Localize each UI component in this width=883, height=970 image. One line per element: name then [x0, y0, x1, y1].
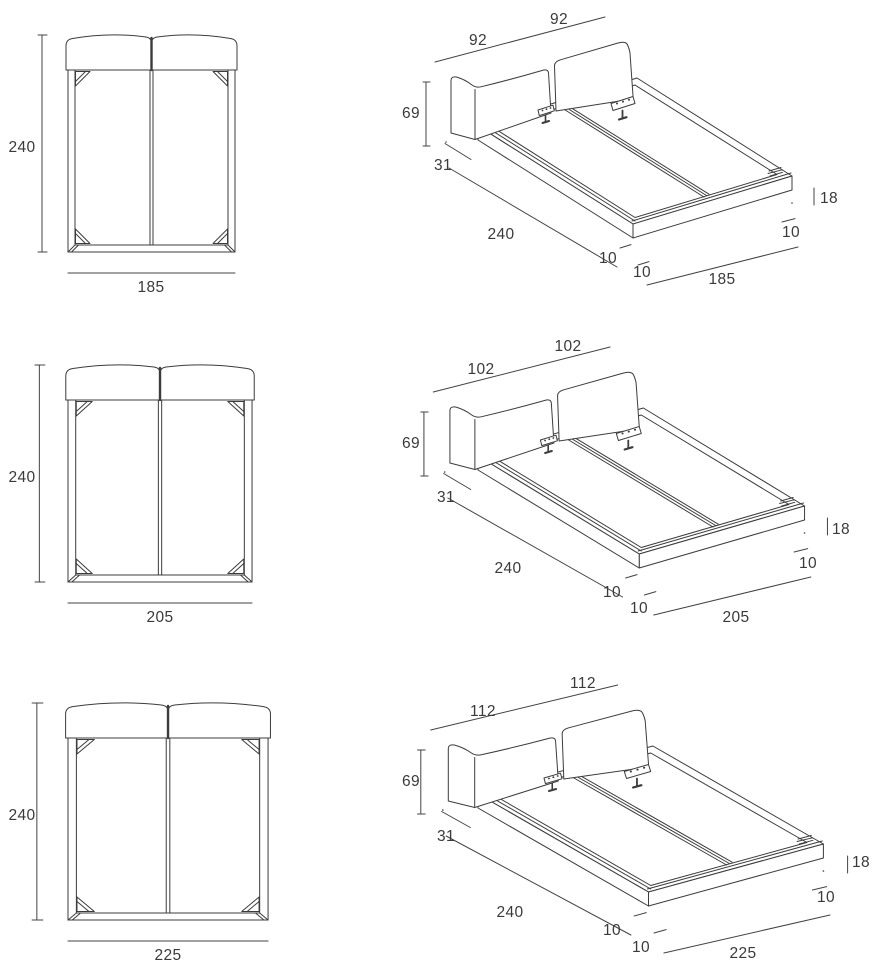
dim-label-headboard-height: 69 — [402, 435, 420, 452]
front-view-drawing: 240 205 — [8, 363, 256, 626]
dim-label-rail-bottom: 10 — [633, 264, 651, 281]
front-view-drawing: 240 185 — [8, 33, 239, 296]
front-drawing — [36, 33, 239, 275]
iso-view-drawing: 92 92 69 31 240 10 10 185 18 10 — [402, 11, 838, 288]
front-drawing — [30, 701, 272, 943]
dim-label-iso-width: 205 — [722, 609, 749, 626]
bed-variant-row-225: 240 225 112 112 69 31 240 10 10 225 18 1… — [0, 668, 883, 970]
dim-label-width: 185 — [137, 279, 164, 296]
dim-label-width: 225 — [154, 947, 181, 964]
bed-variant-row-185: 240 185 92 92 69 31 240 10 10 185 18 10 — [0, 0, 883, 302]
dim-label-headboard-depth: 31 — [434, 157, 452, 174]
dim-label-height: 240 — [8, 807, 35, 824]
dim-label-headboard-height: 69 — [402, 105, 420, 122]
dim-label-length: 240 — [496, 904, 523, 921]
dim-label-rail-front: 10 — [603, 922, 621, 939]
dim-label-rail-right: 10 — [817, 889, 835, 906]
dim-label-headboard-left: 102 — [467, 361, 494, 378]
dim-label-platform-height: 18 — [832, 521, 850, 538]
dim-label-headboard-depth: 31 — [437, 489, 455, 506]
iso-view-drawing: 112 112 69 31 240 10 10 225 18 10 — [402, 675, 870, 962]
dim-label-rail-right: 10 — [782, 224, 800, 241]
dim-label-headboard-height: 69 — [402, 773, 420, 790]
dim-label-width: 205 — [146, 609, 173, 626]
dim-label-platform-height: 18 — [820, 190, 838, 207]
dim-label-length: 240 — [487, 226, 514, 243]
dim-label-headboard-left: 112 — [470, 703, 496, 720]
dim-label-headboard-right: 112 — [570, 675, 596, 692]
dim-label-rail-front: 10 — [603, 584, 621, 601]
dim-label-length: 240 — [494, 560, 521, 577]
iso-drawing — [419, 345, 829, 617]
dim-label-height: 240 — [8, 469, 35, 486]
bed-variant-row-205: 240 205 102 102 69 31 240 10 10 205 18 1… — [0, 330, 883, 632]
iso-drawing — [416, 683, 849, 955]
dim-label-iso-width: 225 — [729, 945, 756, 962]
dim-label-height: 240 — [8, 139, 35, 156]
iso-drawing — [421, 15, 816, 287]
dim-label-headboard-right: 102 — [554, 338, 581, 355]
iso-view-drawing: 102 102 69 31 240 10 10 205 18 10 — [402, 338, 850, 626]
dim-label-headboard-left: 92 — [469, 32, 487, 49]
front-drawing — [33, 363, 256, 605]
dim-label-headboard-right: 92 — [550, 11, 568, 28]
dim-label-rail-bottom: 10 — [632, 939, 650, 956]
dim-label-headboard-depth: 31 — [437, 828, 455, 845]
dim-label-rail-right: 10 — [799, 555, 817, 572]
dim-label-rail-front: 10 — [599, 250, 617, 267]
dim-label-rail-bottom: 10 — [630, 600, 648, 617]
dim-label-iso-width: 185 — [708, 271, 735, 288]
front-view-drawing: 240 225 — [8, 701, 272, 964]
dim-label-platform-height: 18 — [852, 854, 870, 871]
